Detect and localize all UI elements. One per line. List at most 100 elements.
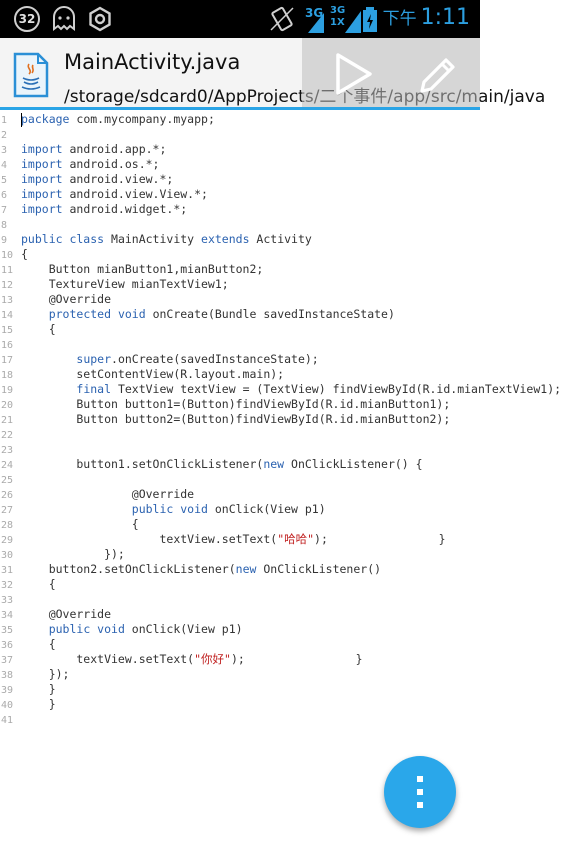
code-line[interactable]: 8 [0, 217, 480, 232]
line-number: 26 [1, 490, 14, 501]
line-number: 2 [1, 130, 8, 141]
code-token: .onCreate(savedInstanceState); [111, 352, 319, 366]
line-number: 11 [1, 265, 14, 276]
code-line[interactable]: 36 { [0, 637, 480, 652]
code-line[interactable]: 20 Button button1=(Button)findViewById(R… [0, 397, 480, 412]
code-text: textView.setText("哈哈"); } [21, 532, 446, 547]
code-token: Button mianButton1,mianButton2; [21, 262, 264, 276]
keyword-token: import [21, 187, 63, 201]
line-number: 40 [1, 700, 14, 711]
line-number: 18 [1, 370, 14, 381]
code-text: { [21, 247, 28, 262]
code-line[interactable]: 33 [0, 592, 480, 607]
code-text: import android.view.View.*; [21, 187, 208, 202]
code-line[interactable]: 2 [0, 127, 480, 142]
pencil-icon[interactable] [416, 52, 460, 96]
code-line[interactable]: 19 final TextView textView = (TextView) … [0, 382, 561, 397]
notification-count-badge: 32 [14, 6, 40, 32]
keyword-token: public void [131, 502, 208, 516]
line-number: 5 [1, 175, 8, 186]
code-text: public class MainActivity extends Activi… [21, 232, 312, 247]
code-text: protected void onCreate(Bundle savedInst… [21, 307, 395, 322]
line-number: 6 [1, 190, 8, 201]
code-text: }); [21, 667, 70, 682]
line-number: 15 [1, 325, 14, 336]
line-number: 23 [1, 445, 14, 456]
line-number: 38 [1, 670, 14, 681]
play-icon[interactable] [333, 52, 373, 96]
code-text: super.onCreate(savedInstanceState); [21, 352, 319, 367]
code-line[interactable]: 28 { [0, 517, 480, 532]
code-line[interactable]: 26 @Override [0, 487, 480, 502]
code-line[interactable]: 29 textView.setText("哈哈"); } [0, 532, 480, 547]
line-number: 13 [1, 295, 14, 306]
code-token: ); } [230, 652, 363, 666]
code-line[interactable]: 17 super.onCreate(savedInstanceState); [0, 352, 480, 367]
code-token: textView.setText( [21, 532, 278, 546]
code-line[interactable]: 31 button2.setOnClickListener(new OnClic… [0, 562, 480, 577]
code-line[interactable]: 39 } [0, 682, 480, 697]
code-line[interactable]: 32 { [0, 577, 480, 592]
keyword-token: import [21, 172, 63, 186]
code-line[interactable]: 12 TextureView mianTextView1; [0, 277, 480, 292]
code-token [21, 622, 49, 636]
code-token: ); } [314, 532, 446, 546]
line-number: 8 [1, 220, 8, 231]
code-line[interactable]: 10 { [0, 247, 480, 262]
code-line[interactable]: 14 protected void onCreate(Bundle savedI… [0, 307, 480, 322]
string-token: "你好" [194, 652, 231, 666]
line-number: 30 [1, 550, 14, 561]
code-token [21, 502, 132, 516]
code-line[interactable]: 18 setContentView(R.layout.main); [0, 367, 480, 382]
code-token: @Override [21, 292, 112, 306]
code-token [21, 382, 76, 396]
code-line[interactable]: 11 Button mianButton1,mianButton2; [0, 262, 480, 277]
line-number: 10 [1, 250, 14, 261]
settings-icon [89, 6, 111, 32]
code-line[interactable]: 34 @Override [0, 607, 480, 622]
keyword-token: import [21, 202, 63, 216]
code-line[interactable]: 16 [0, 337, 480, 352]
code-line[interactable]: 24 button1.setOnClickListener(new OnClic… [0, 457, 480, 472]
code-line[interactable]: 13 @Override [0, 292, 480, 307]
code-text: textView.setText("你好"); } [21, 652, 363, 667]
code-line[interactable]: 41 [0, 712, 480, 727]
network-type-b-sub: 1X [330, 17, 345, 28]
code-token: onCreate(Bundle savedInstanceState) [145, 307, 395, 321]
code-line[interactable]: 38 }); [0, 667, 480, 682]
code-line[interactable]: 27 public void onClick(View p1) [0, 502, 480, 517]
code-line[interactable]: 25 [0, 472, 480, 487]
code-text: }); [21, 547, 125, 562]
java-file-icon [13, 52, 49, 98]
line-number: 28 [1, 520, 14, 531]
code-token: }); [21, 547, 125, 561]
code-line[interactable]: 6 import android.view.View.*; [0, 187, 480, 202]
line-number: 7 [1, 205, 8, 216]
code-token: setContentView(R.layout.main); [21, 367, 285, 381]
more-actions-button[interactable] [384, 756, 456, 828]
code-token: textView.setText( [21, 652, 195, 666]
code-line[interactable]: 37 textView.setText("你好"); } [0, 652, 480, 667]
line-number: 32 [1, 580, 14, 591]
code-line[interactable]: 15 { [0, 322, 480, 337]
code-line[interactable]: 21 Button button2=(Button)findViewById(R… [0, 412, 480, 427]
line-number: 33 [1, 595, 14, 606]
code-line[interactable]: 23 [0, 442, 480, 457]
code-line[interactable]: 22 [0, 427, 480, 442]
code-line[interactable]: 30 }); [0, 547, 480, 562]
code-text: } [21, 697, 56, 712]
line-number: 19 [1, 385, 14, 396]
code-line[interactable]: 40 } [0, 697, 480, 712]
code-text: Button button2=(Button)findViewById(R.id… [21, 412, 450, 427]
code-line[interactable]: 35 public void onClick(View p1) [0, 622, 480, 637]
line-number: 20 [1, 400, 14, 411]
line-number: 37 [1, 655, 14, 666]
